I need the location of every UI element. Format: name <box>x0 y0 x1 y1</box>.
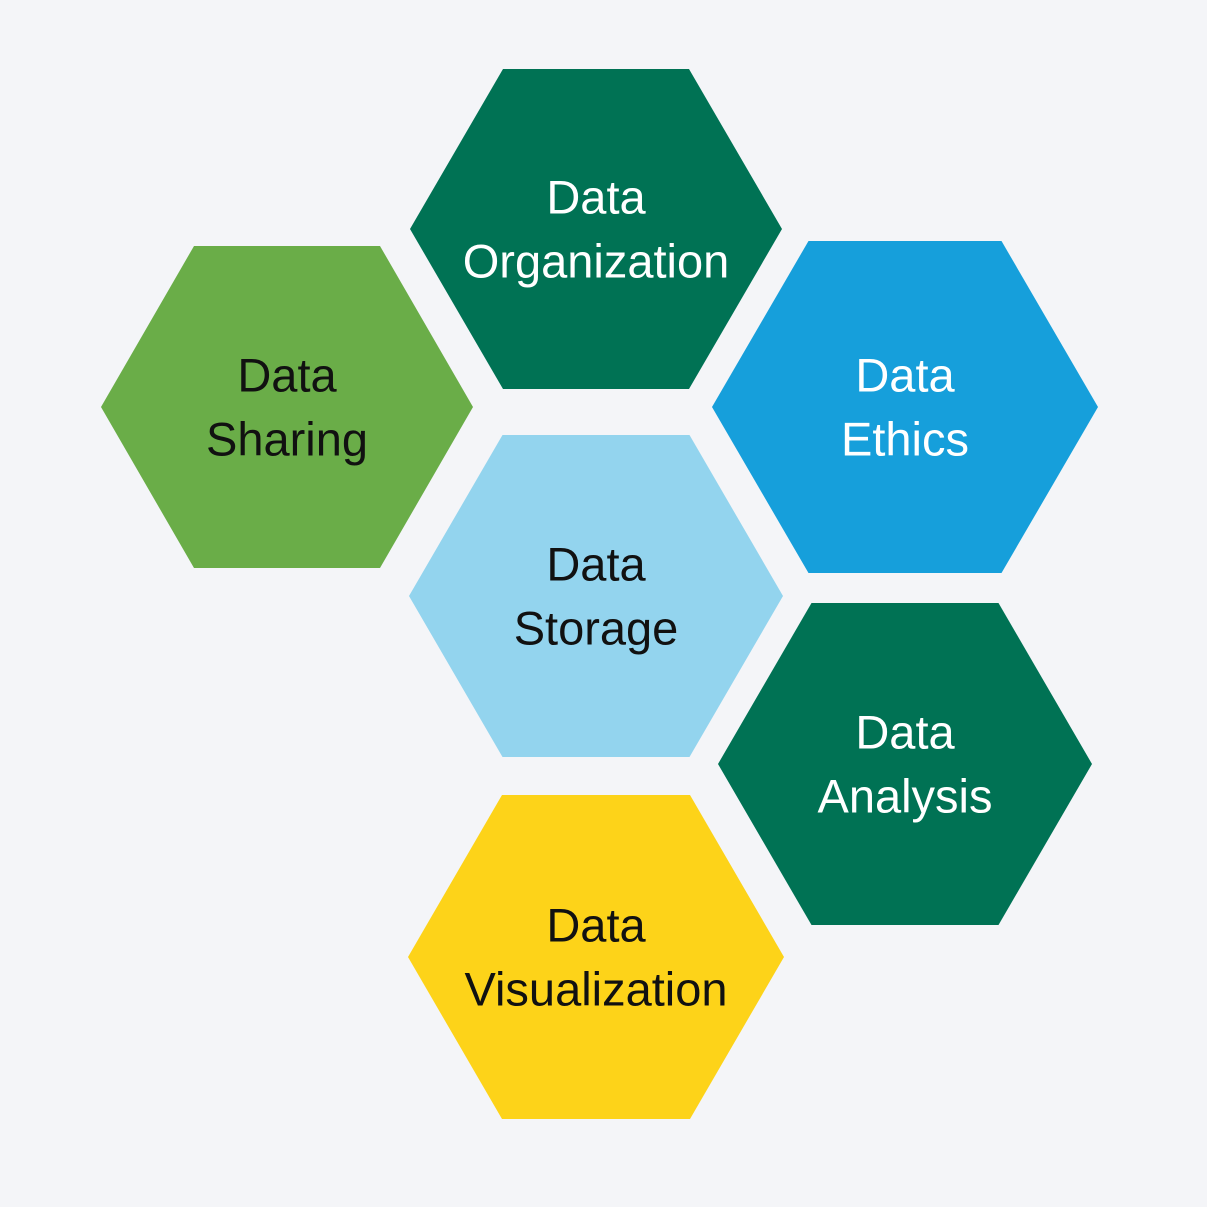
hexagon-organization-shape <box>410 69 782 389</box>
hexagon-analysis-label-line-1: Data <box>855 706 955 759</box>
hexagon-ethics-shape <box>712 241 1098 573</box>
hexagon-organization-label-line-1: Data <box>546 171 646 224</box>
hexagon-visualization-label-line-2: Visualization <box>464 963 727 1016</box>
hexagon-analysis-shape <box>718 603 1092 925</box>
hexagon-storage-label-line-1: Data <box>546 538 646 591</box>
hexagon-sharing-shape <box>101 246 473 568</box>
hexagon-visualization-label-line-1: Data <box>546 899 646 952</box>
hexagon-sharing-label-line-1: Data <box>237 349 337 402</box>
hexagon-ethics-label-line-1: Data <box>855 349 955 402</box>
hexagon-layer: DataOrganizationDataSharingDataEthicsDat… <box>101 69 1098 1119</box>
hexagon-visualization-shape <box>408 795 784 1119</box>
hexagon-storage-shape <box>409 435 783 757</box>
hexagon-organization-label-line-2: Organization <box>463 235 730 288</box>
hexagon-analysis-label-line-2: Analysis <box>817 770 992 823</box>
hexagon-storage-label-line-2: Storage <box>514 602 679 655</box>
hexagon-ethics-label-line-2: Ethics <box>841 413 969 466</box>
hexagon-sharing-label-line-2: Sharing <box>206 413 368 466</box>
